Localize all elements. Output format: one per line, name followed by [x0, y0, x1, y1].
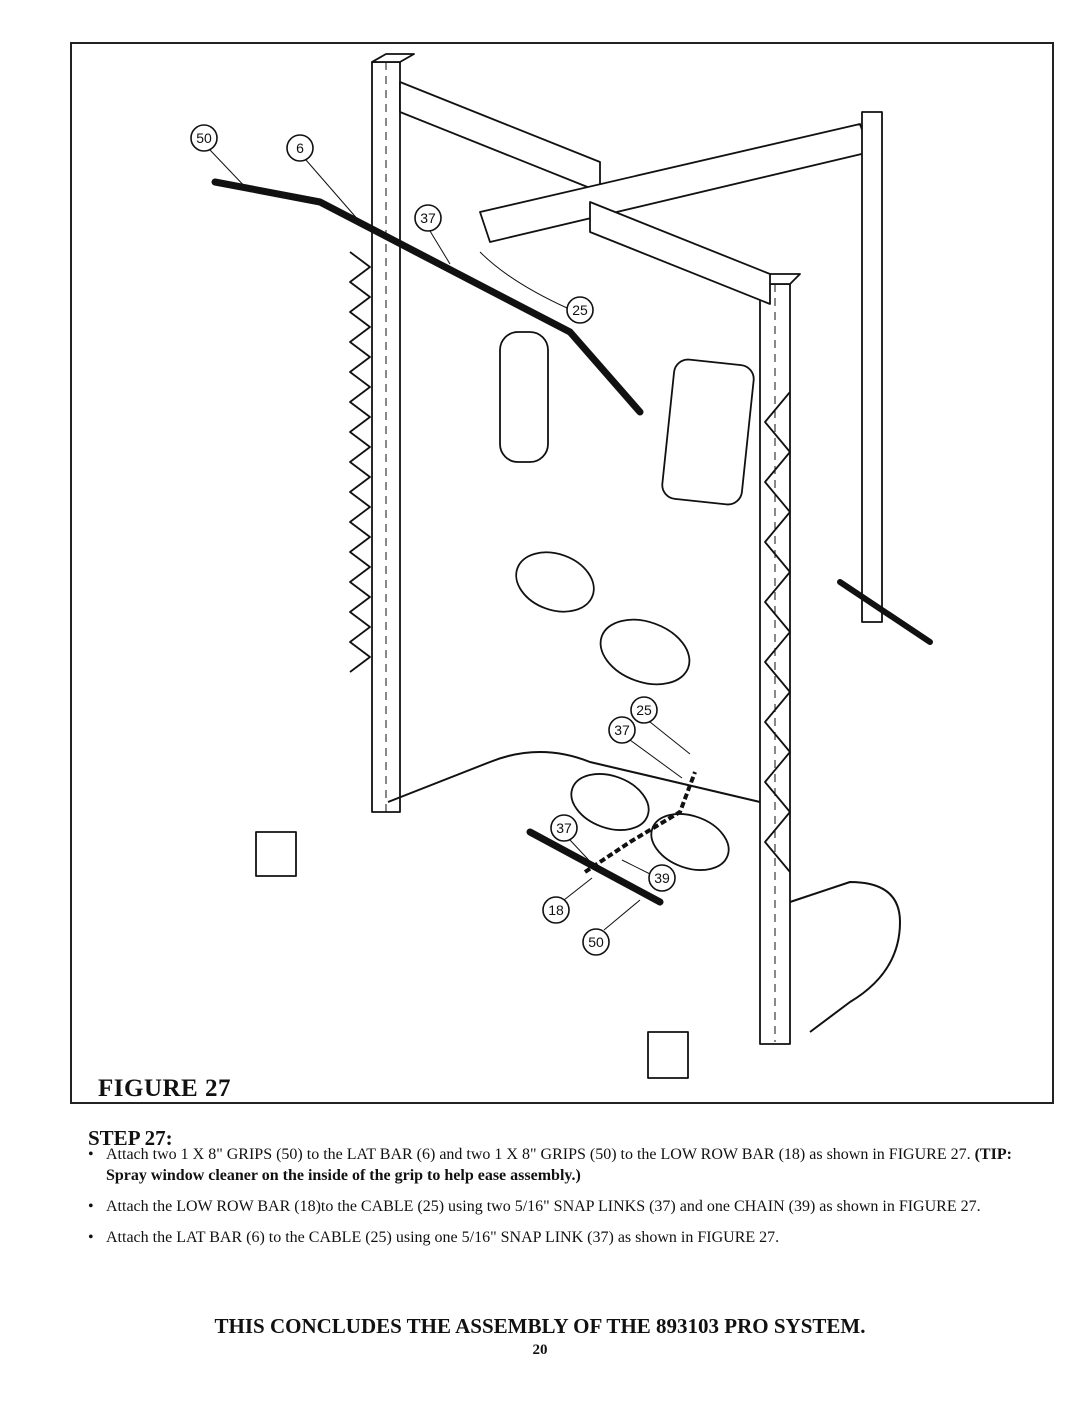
- callout-lat-bar-6: 6: [286, 134, 361, 223]
- callout-snap-link-37-low: 37: [550, 814, 599, 871]
- side-bar: [837, 579, 933, 645]
- leg-roller-2: [599, 618, 691, 686]
- callout-cable-25-bottom: 25: [630, 696, 691, 755]
- page-number: 20: [532, 1342, 548, 1358]
- svg-text:25: 25: [636, 702, 652, 718]
- svg-text:18: 18: [548, 902, 564, 918]
- figure-frame: [70, 42, 1054, 1104]
- callout-cable-25-top: 25: [479, 251, 594, 324]
- callout-grip-50-top: 50: [190, 124, 251, 193]
- callout-snap-link-37-mid: 37: [608, 716, 683, 779]
- tip-text: (TIP: Spray window cleaner on the inside…: [106, 1146, 1012, 1184]
- left-rack-teeth: [349, 251, 371, 673]
- instruction-item: Attach two 1 X 8" GRIPS (50) to the LAT …: [86, 1144, 1026, 1186]
- callout-snap-link-37-top: 37: [414, 204, 451, 265]
- top-beam: [399, 81, 883, 623]
- weight-sleeve: [499, 331, 549, 463]
- leg-roller-3: [570, 773, 650, 831]
- base-tube-front: [789, 881, 901, 1033]
- callout-chain-39: 39: [621, 859, 676, 892]
- step-instructions: Attach two 1 X 8" GRIPS (50) to the LAT …: [86, 1144, 1026, 1258]
- svg-text:37: 37: [420, 210, 436, 226]
- figure-27-drawing: 50 6 37 25 25 37 37 39 18 50: [190, 53, 933, 1079]
- svg-text:37: 37: [556, 820, 572, 836]
- leg-roller-1: [515, 551, 595, 613]
- front-rack-teeth: [764, 391, 791, 873]
- svg-text:50: 50: [588, 934, 604, 950]
- leg-roller-4: [650, 813, 730, 871]
- svg-text:37: 37: [614, 722, 630, 738]
- instruction-item: Attach the LAT BAR (6) to the CABLE (25)…: [86, 1227, 1026, 1248]
- foot-left: [255, 831, 297, 877]
- callout-grip-50-bottom: 50: [582, 899, 641, 956]
- foot-right: [647, 1031, 689, 1079]
- svg-text:39: 39: [654, 870, 670, 886]
- svg-text:6: 6: [296, 140, 304, 156]
- instruction-item: Attach the LOW ROW BAR (18)to the CABLE …: [86, 1196, 1026, 1217]
- figure-label: FIGURE 27: [98, 1075, 231, 1102]
- chain: [583, 771, 697, 874]
- svg-text:50: 50: [196, 130, 212, 146]
- conclusion-heading: THIS CONCLUDES THE ASSEMBLY OF THE 89310…: [214, 1314, 866, 1338]
- lat-bar: [211, 178, 644, 416]
- base-tube: [387, 751, 761, 803]
- callout-low-row-bar-18: 18: [542, 877, 593, 924]
- seat-back-pad: [661, 358, 755, 506]
- svg-text:25: 25: [572, 302, 588, 318]
- left-upright: [371, 53, 415, 813]
